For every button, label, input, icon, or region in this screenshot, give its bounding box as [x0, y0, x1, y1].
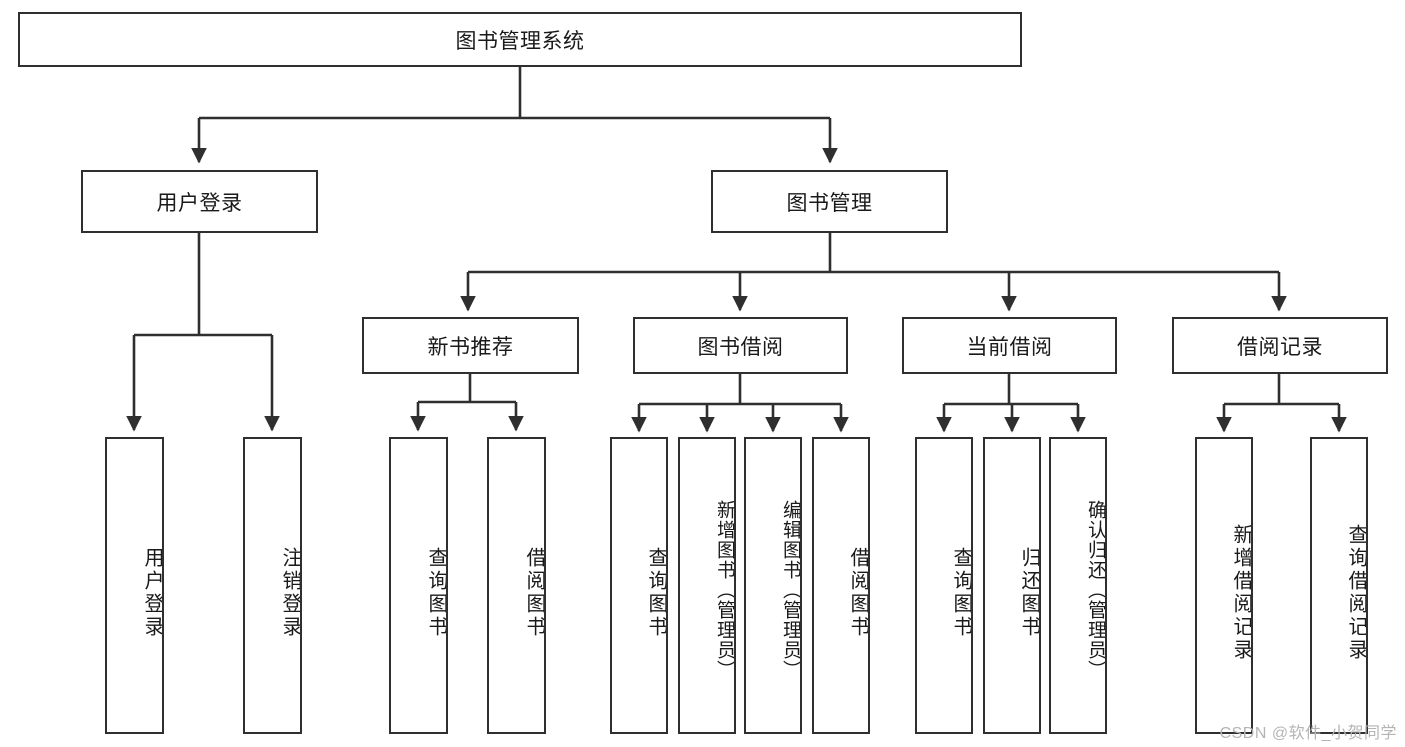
node-new-book-recommend-label: 新书推荐	[427, 335, 514, 359]
node-leaf-user-login-label: 用户登录	[141, 546, 163, 639]
node-leaf-confirm-return-admin[interactable]: 确认归还（管理员）	[1049, 437, 1107, 734]
node-leaf-query-book-2[interactable]: 查询图书	[610, 437, 668, 734]
node-leaf-add-book-admin-label: 新增图书（管理员）	[714, 499, 735, 680]
node-leaf-edit-book-admin[interactable]: 编辑图书（管理员）	[744, 437, 802, 734]
node-leaf-confirm-return-admin-label: 确认归还（管理员）	[1085, 499, 1106, 680]
node-leaf-borrow-book-1-label: 借阅图书	[523, 546, 545, 639]
node-book-manage[interactable]: 图书管理	[711, 170, 948, 233]
node-leaf-add-borrow-record-label: 新增借阅记录	[1230, 523, 1252, 662]
node-leaf-user-login[interactable]: 用户登录	[105, 437, 164, 734]
node-borrow-record[interactable]: 借阅记录	[1172, 317, 1388, 374]
node-new-book-recommend[interactable]: 新书推荐	[362, 317, 579, 374]
node-book-borrow[interactable]: 图书借阅	[633, 317, 848, 374]
node-leaf-query-book-1-label: 查询图书	[425, 546, 447, 639]
node-leaf-edit-book-admin-label: 编辑图书（管理员）	[780, 499, 801, 680]
node-leaf-return-book[interactable]: 归还图书	[983, 437, 1041, 734]
node-leaf-return-book-label: 归还图书	[1018, 546, 1040, 639]
node-book-manage-label: 图书管理	[786, 191, 873, 215]
node-leaf-borrow-book-2-label: 借阅图书	[847, 546, 869, 639]
node-leaf-user-logout[interactable]: 注销登录	[243, 437, 302, 734]
node-root-label: 图书管理系统	[455, 29, 585, 53]
node-leaf-query-book-3[interactable]: 查询图书	[915, 437, 973, 734]
node-leaf-query-borrow-record[interactable]: 查询借阅记录	[1310, 437, 1368, 734]
node-leaf-query-book-1[interactable]: 查询图书	[389, 437, 448, 734]
node-user-login-label: 用户登录	[156, 191, 243, 215]
node-borrow-record-label: 借阅记录	[1237, 335, 1323, 359]
node-leaf-borrow-book-1[interactable]: 借阅图书	[487, 437, 546, 734]
node-leaf-add-borrow-record[interactable]: 新增借阅记录	[1195, 437, 1253, 734]
node-leaf-user-logout-label: 注销登录	[279, 546, 301, 639]
node-leaf-query-borrow-record-label: 查询借阅记录	[1345, 523, 1367, 662]
node-leaf-add-book-admin[interactable]: 新增图书（管理员）	[678, 437, 736, 734]
node-book-borrow-label: 图书借阅	[697, 335, 784, 359]
node-leaf-query-book-3-label: 查询图书	[950, 546, 972, 639]
node-leaf-borrow-book-2[interactable]: 借阅图书	[812, 437, 870, 734]
node-current-borrow[interactable]: 当前借阅	[902, 317, 1117, 374]
csdn-watermark: CSDN @软件_小贺同学	[1219, 725, 1397, 742]
node-leaf-query-book-2-label: 查询图书	[645, 546, 667, 639]
node-root-system[interactable]: 图书管理系统	[18, 12, 1022, 67]
node-user-login[interactable]: 用户登录	[81, 170, 318, 233]
node-current-borrow-label: 当前借阅	[966, 335, 1053, 359]
